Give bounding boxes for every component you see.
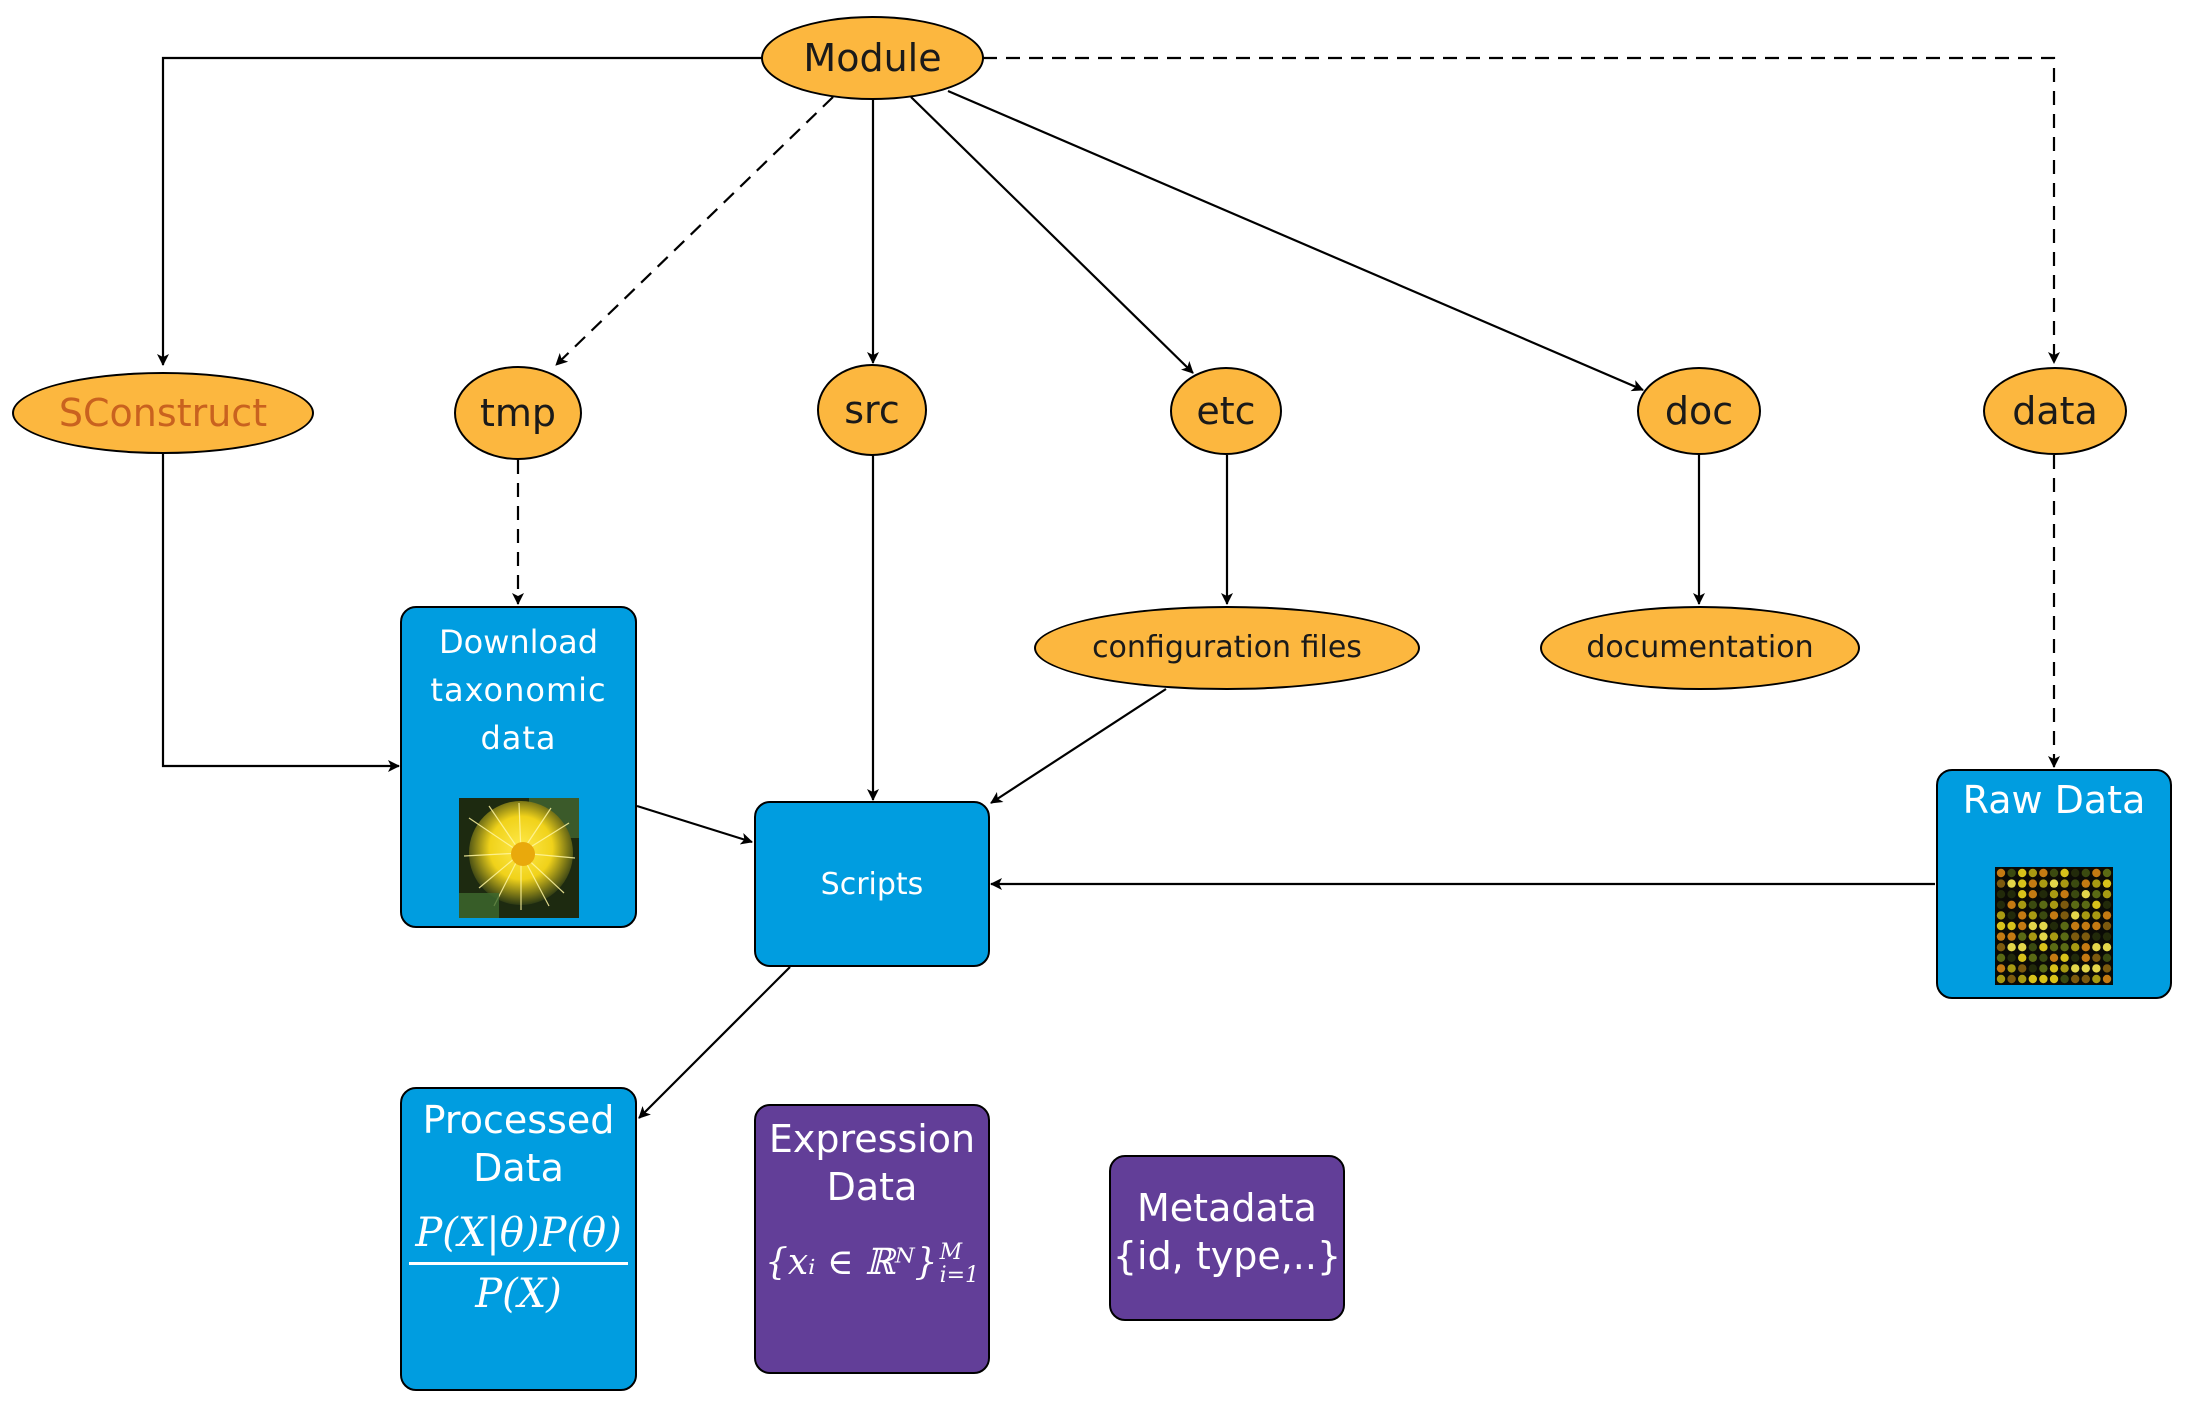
module-node: Module [761, 16, 984, 100]
sconstruct-node: SConstruct [12, 372, 314, 454]
processed-data-title-line2: Data [473, 1145, 564, 1190]
bayes-denominator: P(X) [475, 1271, 562, 1317]
expression-formula-main: {xᵢ ∈ ℝᴺ} [764, 1242, 938, 1284]
download-title-line1: Download [438, 623, 599, 661]
scripts-label: Scripts [820, 866, 924, 902]
documentation-node: documentation [1540, 606, 1860, 690]
config-files-label: configuration files [1092, 630, 1362, 665]
metadata-box: Metadata {id, type,..} [1109, 1155, 1345, 1321]
src-label: src [844, 388, 900, 432]
processed-data-box: Processed Data P(X|θ)P(θ) P(X) [400, 1087, 637, 1391]
expression-data-title-line2: Data [826, 1164, 918, 1209]
microarray-image-icon [1995, 867, 2113, 985]
bayes-formula: P(X|θ)P(θ) P(X) [409, 1210, 628, 1317]
bayes-numerator: P(X|θ)P(θ) [409, 1210, 628, 1265]
edge-module-sconstruct [157, 56, 763, 366]
processed-data-title-line1: Processed [422, 1098, 615, 1142]
documentation-label: documentation [1586, 630, 1814, 665]
edge-module-doc [947, 89, 1644, 392]
edge-config-scripts [990, 688, 1167, 804]
metadata-fields: {id, type,..} [1112, 1233, 1342, 1278]
download-box: Download taxonomic data [400, 606, 637, 928]
scripts-box: Scripts [754, 801, 990, 967]
etc-label: etc [1196, 389, 1256, 433]
expression-formula-sup: M [939, 1240, 963, 1265]
data-node: data [1983, 367, 2127, 455]
module-label: Module [803, 36, 942, 80]
edge-module-tmp [555, 96, 834, 366]
data-label: data [2012, 389, 2098, 433]
etc-node: etc [1170, 367, 1282, 455]
tmp-label: tmp [479, 391, 557, 435]
doc-node: doc [1637, 367, 1761, 455]
flower-image-icon [459, 798, 579, 918]
src-node: src [817, 364, 927, 456]
expression-data-title-line1: Expression [768, 1117, 976, 1161]
doc-label: doc [1664, 389, 1734, 433]
edge-scripts-processed [638, 966, 791, 1119]
edge-sconstruct-download [161, 453, 400, 772]
edge-module-data [983, 56, 2060, 364]
raw-data-title: Raw Data [1962, 778, 2146, 822]
expression-formula-sub: i=1 [939, 1263, 980, 1289]
raw-data-box: Raw Data [1936, 769, 2172, 999]
metadata-title: Metadata [1137, 1186, 1317, 1230]
sconstruct-label: SConstruct [58, 391, 268, 435]
edge-download-scripts [636, 804, 753, 845]
config-files-node: configuration files [1034, 606, 1420, 690]
download-title-line2: taxonomic data [430, 671, 607, 757]
edge-module-etc [910, 96, 1194, 374]
tmp-node: tmp [454, 366, 582, 460]
